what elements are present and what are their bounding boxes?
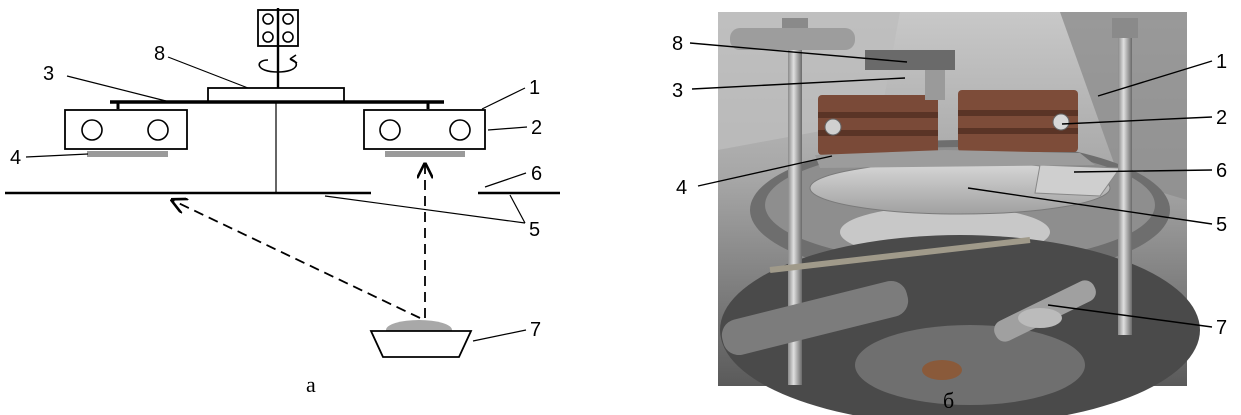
photo-label-3: 3 bbox=[672, 80, 683, 102]
crucible-evaporator bbox=[369, 320, 473, 358]
chamber-photo: 8 3 4 1 2 6 5 7 б bbox=[672, 12, 1227, 415]
caption-a: а bbox=[306, 372, 316, 397]
photo-label-4: 4 bbox=[676, 177, 687, 199]
photo-label-7: 7 bbox=[1216, 317, 1227, 339]
magnetron-right bbox=[363, 109, 486, 150]
caption-b: б bbox=[943, 388, 954, 413]
photo-magnetron-left bbox=[818, 95, 938, 155]
photo-label-6: 6 bbox=[1216, 160, 1227, 182]
substrate-left bbox=[87, 151, 168, 157]
label-5: 5 bbox=[529, 219, 540, 241]
vapor-path-left bbox=[172, 200, 421, 319]
leader-lines bbox=[25, 56, 528, 342]
label-7: 7 bbox=[530, 319, 541, 341]
photo-label-8: 8 bbox=[672, 33, 683, 55]
label-6: 6 bbox=[531, 163, 542, 185]
substrate-right bbox=[385, 151, 465, 157]
magnetron-left bbox=[64, 109, 188, 150]
photo-magnetron-right bbox=[958, 90, 1078, 152]
photo-label-1: 1 bbox=[1216, 51, 1227, 73]
rotation-arrow-icon bbox=[258, 54, 298, 73]
photo-pole-right bbox=[1118, 35, 1132, 335]
photo-label-5: 5 bbox=[1216, 214, 1227, 236]
label-1: 1 bbox=[529, 77, 540, 99]
photo-leader-lines bbox=[689, 42, 1213, 328]
label-3: 3 bbox=[43, 63, 54, 85]
label-4: 4 bbox=[10, 147, 21, 169]
photo-label-2: 2 bbox=[1216, 107, 1227, 129]
schematic-diagram: 8 3 1 2 4 6 5 7 а bbox=[5, 8, 560, 397]
photo-pole-left bbox=[788, 35, 802, 385]
label-2: 2 bbox=[531, 117, 542, 139]
hub-block bbox=[207, 87, 345, 103]
label-8: 8 bbox=[154, 43, 165, 65]
